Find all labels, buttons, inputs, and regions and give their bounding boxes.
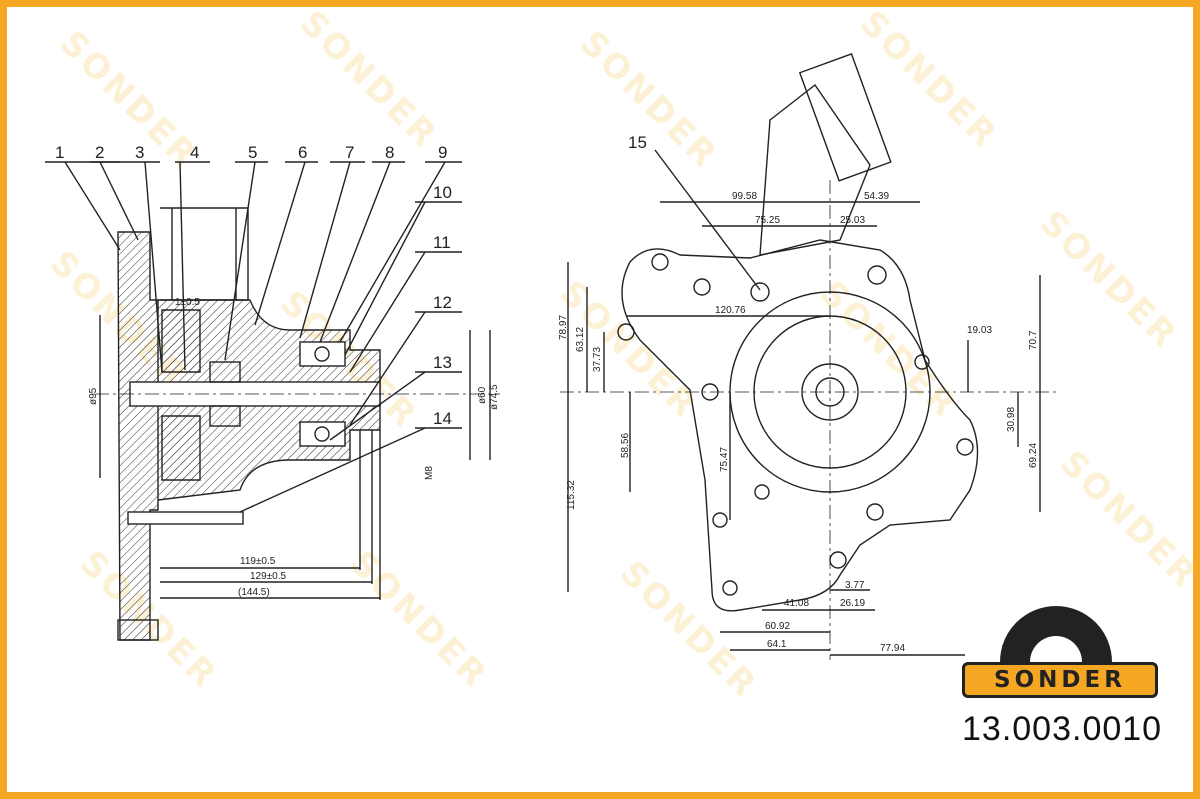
section-view	[45, 161, 500, 641]
callout-6: 6	[298, 143, 307, 162]
callout-3: 3	[135, 143, 144, 162]
dim-129: 129±0.5	[250, 571, 287, 582]
callout-15: 15	[628, 133, 647, 152]
dim-78: 78.97	[558, 315, 569, 340]
dim-119: 119±0.5	[240, 556, 276, 567]
callout-13: 13	[433, 353, 452, 372]
dim-64: 64.1	[767, 639, 787, 650]
part-number: 13.003.0010	[962, 710, 1163, 748]
dim-30: 30.98	[1006, 407, 1017, 432]
dim-120: 120.76	[715, 305, 746, 316]
plan-view	[560, 53, 1060, 660]
sonder-logo: SONDER	[962, 662, 1158, 698]
dim-144: (144.5)	[238, 587, 270, 598]
dim-70: 70.7	[1028, 330, 1039, 350]
dim-d95: ø95	[88, 387, 99, 405]
dim-60: 60.92	[765, 621, 790, 632]
dim-75: 75.25	[755, 215, 780, 226]
plan-dimensions: 99.58 54.39 75.25 25.03 120.76 78.97 63.…	[558, 191, 1039, 654]
dim-77: 77.94	[880, 643, 905, 654]
dim-54: 54.39	[864, 191, 889, 202]
dim-m8: M8	[424, 466, 435, 480]
logo-text: SONDER	[994, 667, 1126, 693]
dim-d74: ø74.5	[489, 384, 500, 410]
callout-7: 7	[345, 143, 354, 162]
dim-99: 99.58	[732, 191, 757, 202]
dim-63: 63.12	[575, 327, 586, 352]
dim-3: 3.77	[845, 580, 865, 591]
dim-41: 41.08	[784, 598, 809, 609]
callout-5: 5	[248, 143, 257, 162]
sonder-gear-logo-icon	[1000, 606, 1112, 662]
section-dimensions: 1±0.5 ø95 ø60 ø74.5 119±0.5 129±0.5 (144…	[88, 297, 500, 598]
dim-gap: 1±0.5	[175, 297, 200, 308]
callout-10: 10	[433, 183, 452, 202]
dim-58: 58.56	[620, 433, 631, 458]
callout-2: 2	[95, 143, 104, 162]
dim-69: 69.24	[1028, 443, 1039, 468]
callout-12: 12	[433, 293, 452, 312]
callout-1: 1	[55, 143, 64, 162]
dim-19: 19.03	[967, 325, 992, 336]
dim-115: 115.32	[566, 480, 577, 510]
callout-9: 9	[438, 143, 447, 162]
dim-37: 37.73	[592, 347, 603, 372]
callout-11: 11	[433, 233, 451, 252]
callout-8: 8	[385, 143, 394, 162]
callout-labels: 1 2 3 4 5 6 7 8 9 10 11 12 13 14 15	[55, 133, 647, 428]
dim-25: 25.03	[840, 215, 865, 226]
callout-4: 4	[190, 143, 199, 162]
callout-14: 14	[433, 409, 452, 428]
dim-75b: 75.47	[719, 447, 730, 472]
dim-d60: ø60	[477, 386, 488, 404]
dim-26: 26.19	[840, 598, 865, 609]
